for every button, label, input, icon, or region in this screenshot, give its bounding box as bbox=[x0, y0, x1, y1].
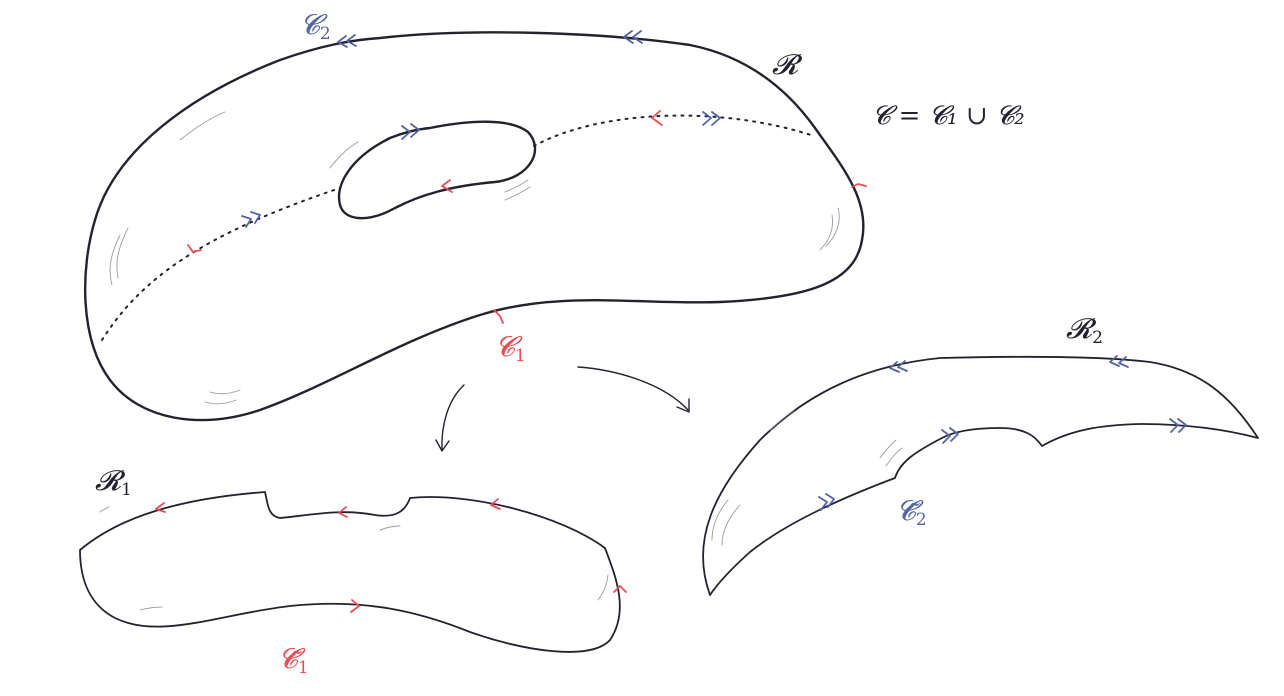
surface-r1-outline bbox=[79, 491, 621, 653]
label-c2: 𝓒2 bbox=[300, 8, 331, 44]
surface-r-hole bbox=[337, 120, 537, 220]
label-union-equation: 𝓒 = 𝓒₁ ∪ 𝓒₂ bbox=[872, 101, 1025, 131]
surface-r2-outline bbox=[702, 355, 1259, 596]
c1-arrow-cut-right bbox=[651, 110, 663, 126]
c1-arrow-hole bbox=[441, 179, 453, 193]
surface-r2 bbox=[702, 355, 1259, 596]
c2-arrow-r2-inner-2 bbox=[1169, 418, 1187, 433]
c1-arrow-markers bbox=[155, 110, 867, 613]
surface-r1 bbox=[79, 491, 621, 653]
label-c1: 𝓒1 bbox=[495, 330, 526, 366]
c1-arrow-r1-top-3 bbox=[490, 498, 501, 510]
mapping-arrow-r1 bbox=[435, 384, 465, 452]
surface-r-outline bbox=[83, 31, 865, 422]
c1-arrow-right-edge bbox=[851, 183, 867, 188]
c1-arrow-r1-right bbox=[613, 585, 627, 593]
surface-r-shading bbox=[109, 111, 840, 405]
surface-r2-shading bbox=[711, 409, 903, 546]
c2-arrow-r2-top-right bbox=[1109, 355, 1129, 368]
c1-arrow-r1-top-1 bbox=[155, 502, 166, 513]
c2-arrow-cut-right bbox=[702, 111, 721, 126]
cut-c1-left bbox=[101, 187, 341, 341]
c2-arrow-top-right bbox=[623, 30, 643, 44]
c2-arrow-r2-inner-3 bbox=[818, 493, 835, 511]
label-surface-r2: 𝓡2 bbox=[1066, 312, 1103, 348]
c1-arrow-cut-left bbox=[187, 244, 202, 253]
mapping-arrow-r2 bbox=[577, 366, 690, 413]
c2-arrow-markers bbox=[241, 30, 1187, 511]
c1-arrow-r1-bottom bbox=[350, 599, 360, 613]
c2-arrow-r2-inner-1 bbox=[941, 427, 959, 444]
c1-arrow-bottom-edge bbox=[493, 309, 504, 324]
label-surface-r: 𝓡 bbox=[772, 48, 803, 81]
label-c2-tilde: 𝓒̃2 bbox=[896, 494, 927, 530]
c2-arrow-r2-top-left bbox=[889, 360, 908, 373]
c2-arrow-hole bbox=[401, 123, 420, 140]
c1-arrow-r1-top-2 bbox=[338, 506, 348, 518]
label-c1-tilde: 𝓒̃1 bbox=[278, 642, 309, 678]
c2-arrow-cut-left bbox=[241, 211, 261, 228]
c2-arrow-top-left bbox=[337, 34, 357, 48]
cut-c1-right bbox=[533, 114, 815, 147]
surface-r bbox=[83, 31, 865, 422]
label-surface-r1: 𝓡1 bbox=[95, 464, 132, 500]
surface-r1-shading bbox=[99, 506, 609, 611]
